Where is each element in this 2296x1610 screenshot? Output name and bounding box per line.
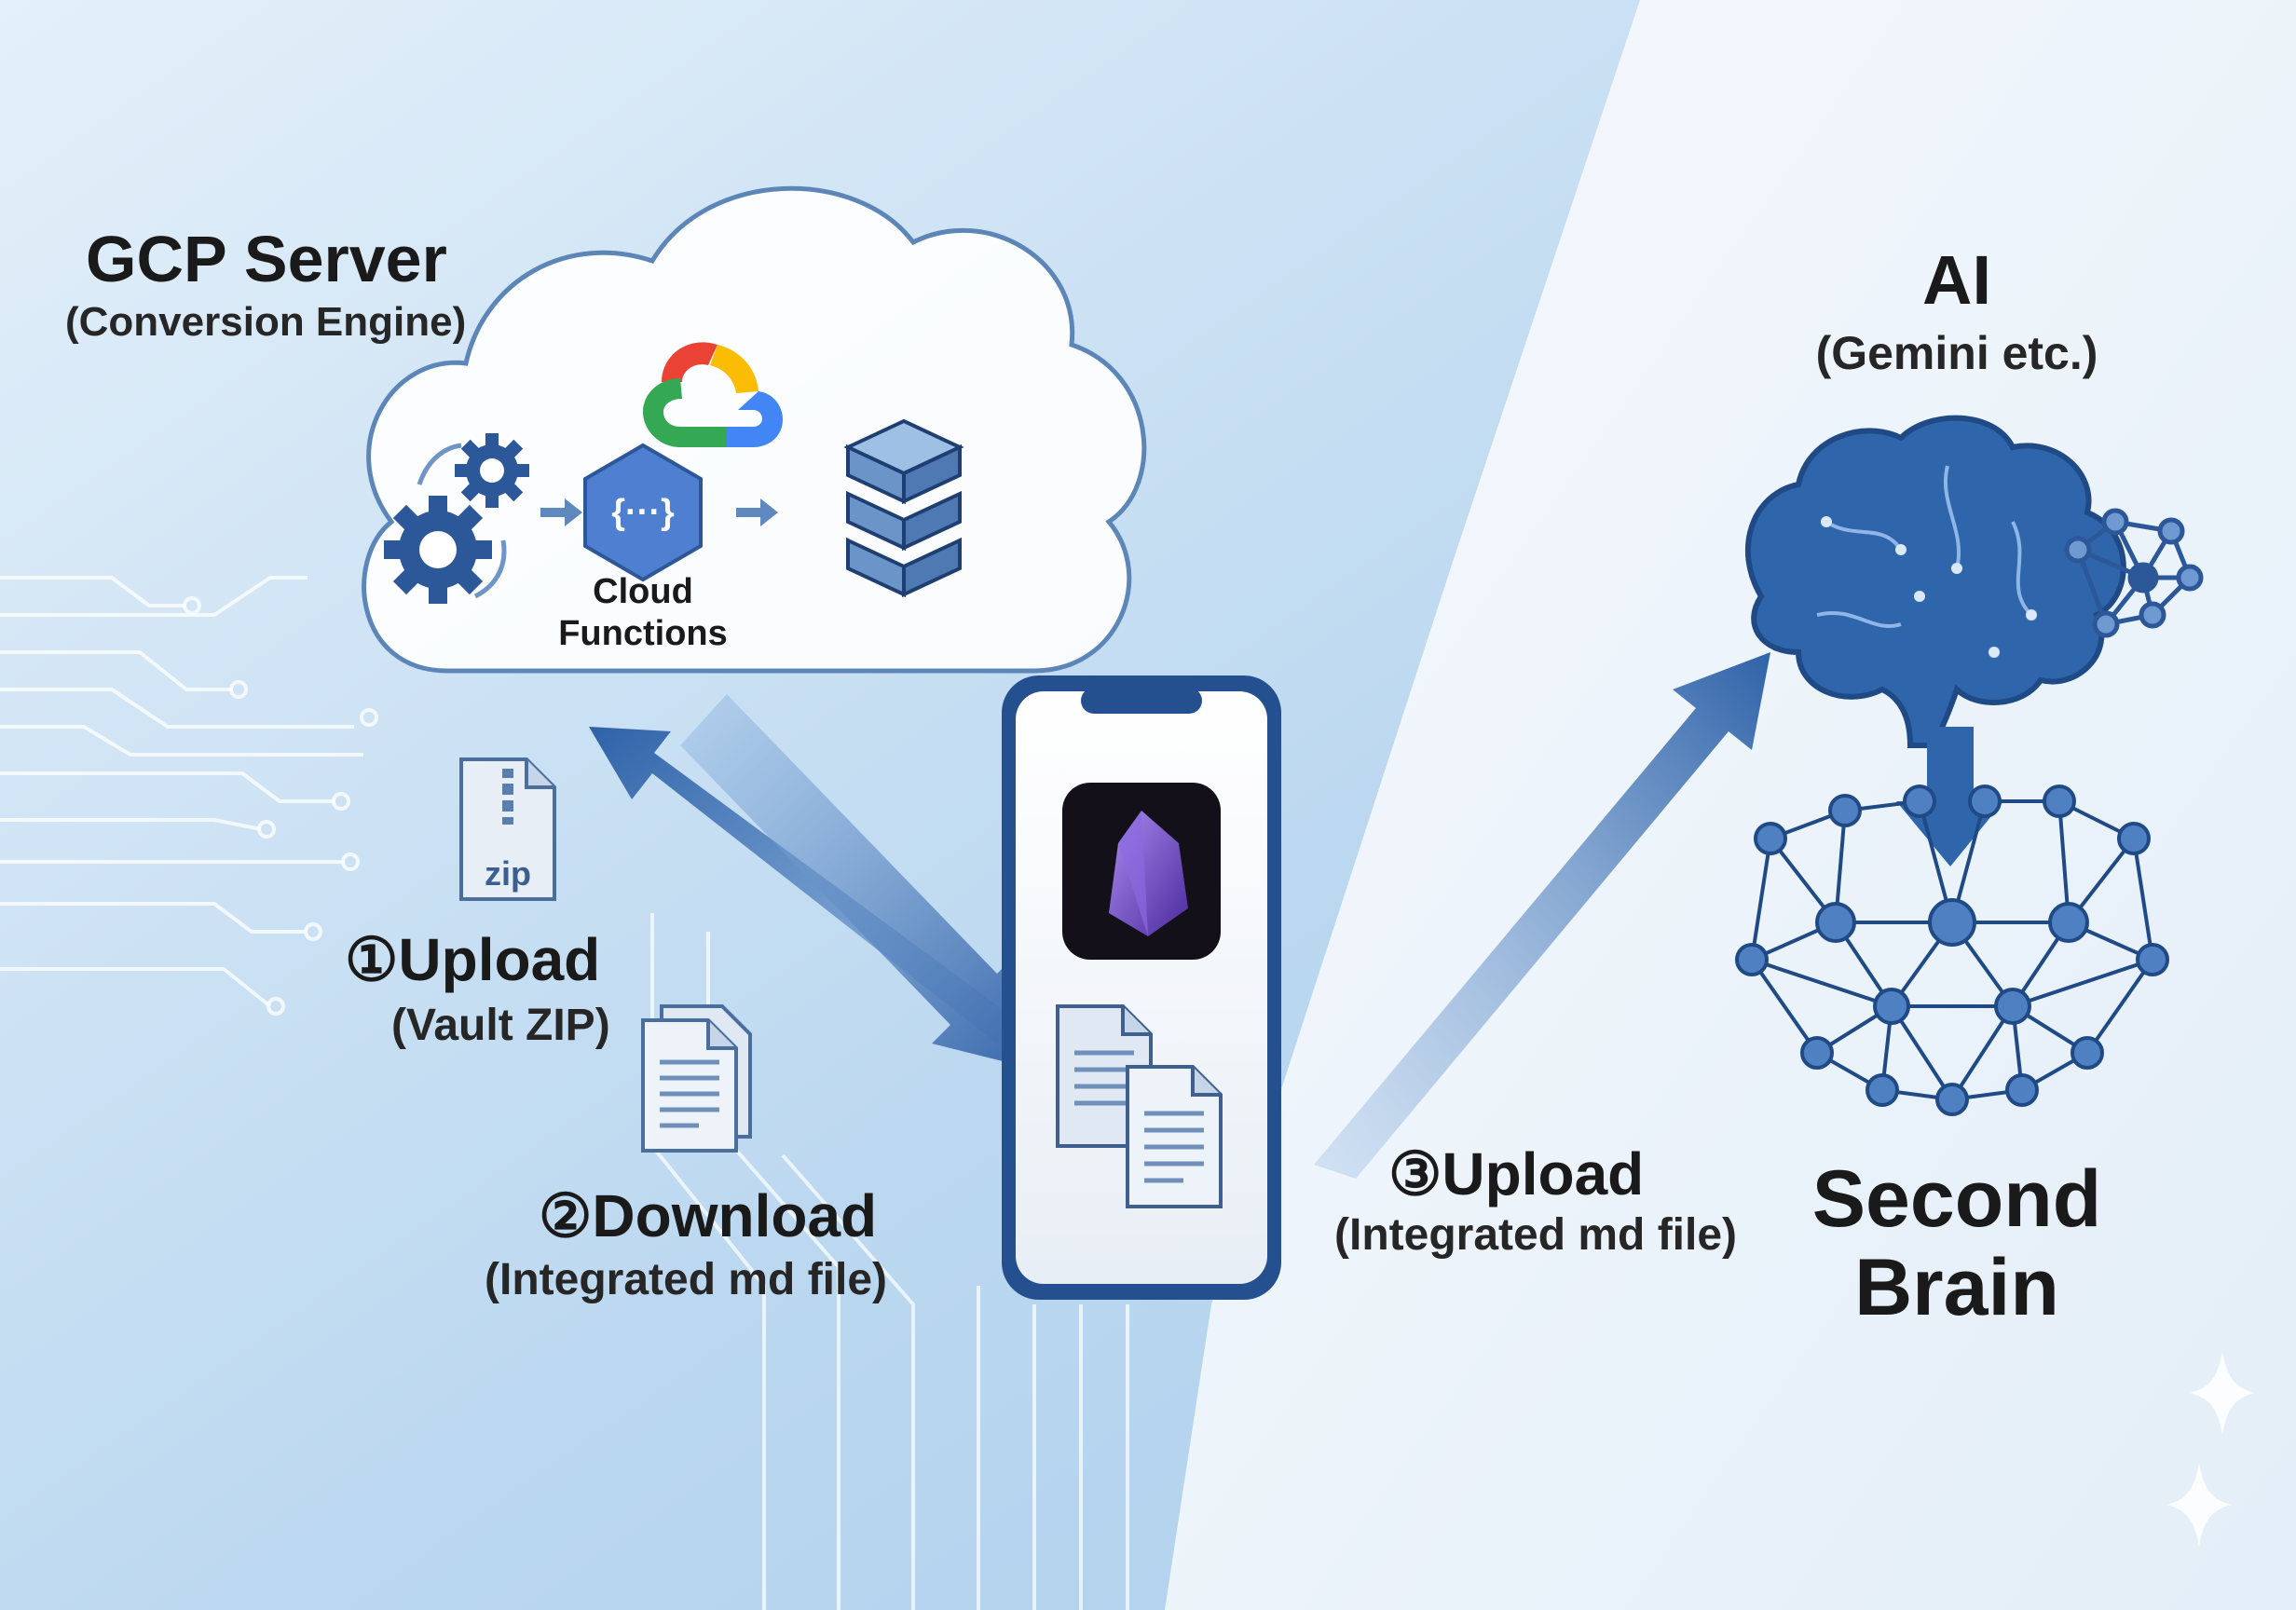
storage-stack-icon [843,418,964,598]
gears-icon [384,433,529,604]
document-icon [641,1004,752,1153]
obsidian-app-icon [1062,783,1221,960]
step-2-title: ②Download [539,1182,878,1249]
step-2-subtitle: (Integrated md file) [485,1255,888,1304]
gcp-title: GCP Server [86,223,447,295]
step-3-title: ③Upload [1388,1140,1645,1208]
flow-arrow-icon [540,498,582,526]
phone-documents-icon [1056,1004,1223,1208]
second-brain-title-line2: Brain [1854,1243,2059,1332]
step-1-subtitle: (Vault ZIP) [391,1001,610,1050]
zip-file-icon [459,757,556,901]
background-right-panel [1165,0,2296,1610]
circuit-traces [0,576,378,1016]
cloud-functions-label-line2: Functions [558,614,728,653]
upload-arrow-3 [1314,652,1770,1179]
second-brain-title-line1: Second [1811,1154,2102,1244]
molecule-network-icon [2064,508,2204,638]
ai-title: AI [1922,241,1991,319]
google-cloud-logo-icon [643,342,783,447]
cloud-functions-icon: {···} [583,443,703,582]
sparkle-icon [2166,1351,2255,1547]
knowledge-network-nodes [1735,785,2169,1116]
gcp-subtitle: (Conversion Engine) [65,299,467,345]
ai-subtitle: (Gemini etc.) [1815,327,2098,379]
download-arrow-2 [680,694,1044,1071]
step-3-subtitle: (Integrated md file) [1334,1210,1738,1260]
svg-text:{···}: {···} [611,493,675,532]
zip-file-label: zip [485,854,531,893]
flow-arrow-icon [736,498,778,526]
step-1-title: ①Upload [345,926,601,993]
cloud-functions-label-line1: Cloud [593,572,693,611]
